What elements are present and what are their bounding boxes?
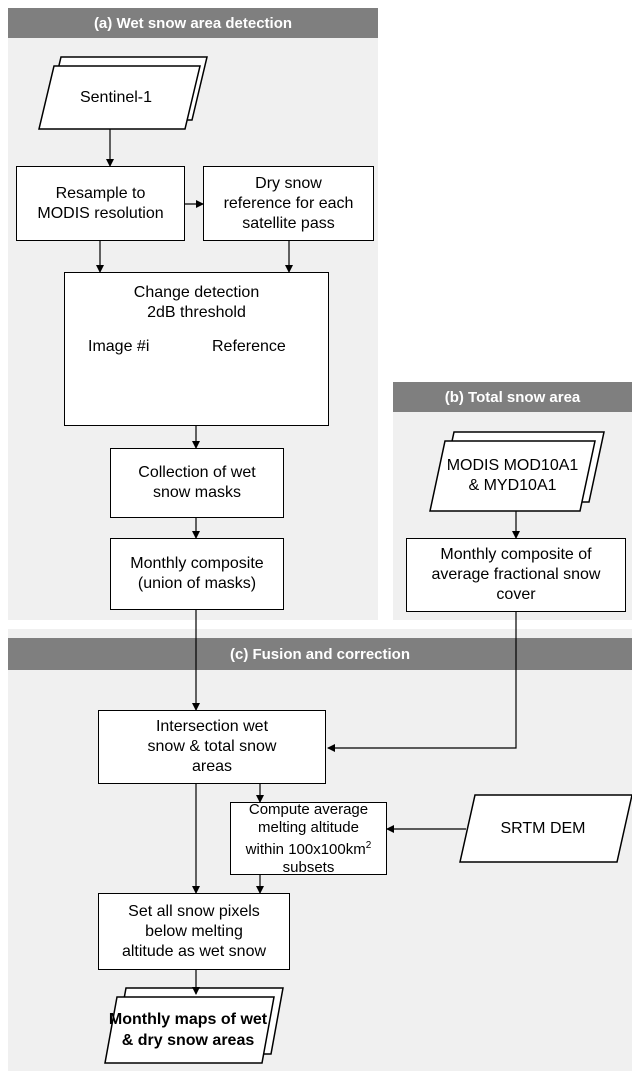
change-detection-step: Change detection 2dB threshold [64,272,329,426]
compute-alt-line-4: subsets [282,858,335,876]
reference-label: Reference [212,338,286,355]
monthly-comp-line-1: Monthly composite [130,555,264,572]
intersection-line-1: Intersection wet [155,718,269,735]
monthly-composite-step: Monthly composite (union of masks) [110,538,284,610]
dry-ref-line-1: Dry snow [255,174,322,192]
modis-line-1: MODIS [446,457,500,474]
intersection-line-3: areas [191,758,232,775]
panel-b-title: (b) Total snow area [393,382,632,412]
change-det-line-1: Change detection [133,284,260,301]
sentinel-1-input: Sentinel-1 [46,68,186,128]
resample-line-1: Resample to [55,184,146,202]
collection-line-2: snow masks [152,484,241,501]
monthly-maps-line-3: snow areas [167,1032,255,1049]
srtm-label: SRTM DEM [500,819,586,837]
srtm-dem-input: SRTM DEM [468,795,618,862]
intersection-step: Intersection wet snow & total snow areas [98,710,326,784]
modis-document-shape [429,431,605,512]
monthly-comp-line-2: (union of masks) [137,575,257,592]
resample-step: Resample to MODIS resolution [16,166,185,241]
panel-c-title: (c) Fusion and correction [8,638,632,670]
monthly-maps-output: Monthly maps of wet & dry snow areas [108,997,268,1063]
srtm-document-shape [459,794,632,863]
set-pixels-line-2: below melting [145,922,243,940]
compute-alt-area-text: within 100x100km [245,840,366,858]
compute-alt-line-2: melting altitude [258,818,359,836]
sentinel-document-shape [38,56,208,130]
panel-a-title: (a) Wet snow area detection [8,8,378,38]
modis-input: MODIS MOD10A1 & MYD10A1 [440,441,585,511]
dry-ref-line-2: reference for each [223,194,354,212]
compute-altitude-step: Compute average melting altitude within … [230,800,387,876]
modis-line-3: MYD10A1 [483,477,557,494]
modis-line-2: MOD10A1 & [468,457,579,494]
monthly-fractional-step: Monthly composite of average fractional … [406,538,626,612]
compute-alt-superscript: 2 [365,839,372,851]
monthly-maps-document-shape [104,987,284,1064]
intersection-line-2: snow & total snow [147,738,277,755]
dry-ref-line-3: satellite pass [242,214,335,232]
collection-step: Collection of wet snow masks [110,448,284,518]
sentinel-1-label: Sentinel-1 [79,89,153,106]
monthly-frac-line-3: cover [496,586,536,603]
monthly-maps-line-1: Monthly maps [108,1011,217,1028]
resample-line-2: MODIS resolution [37,204,164,222]
compute-alt-line-3: within 100x100km2 [246,837,372,859]
dry-snow-reference-step: Dry snow reference for each satellite pa… [203,166,374,241]
image-i-label: Image #i [88,338,150,355]
monthly-maps-line-2: of wet & dry [121,1011,268,1049]
monthly-frac-line-1: Monthly composite of [440,546,592,563]
change-det-line-2: 2dB threshold [147,304,246,321]
compute-alt-line-1: Compute average [248,800,369,818]
collection-line-1: Collection of wet [138,464,256,481]
set-pixels-line-1: Set all snow pixels [128,902,260,920]
set-pixels-step: Set all snow pixels below melting altitu… [98,893,290,970]
set-pixels-line-3: altitude as wet snow [121,942,267,960]
monthly-frac-line-2: average fractional snow [431,566,601,583]
